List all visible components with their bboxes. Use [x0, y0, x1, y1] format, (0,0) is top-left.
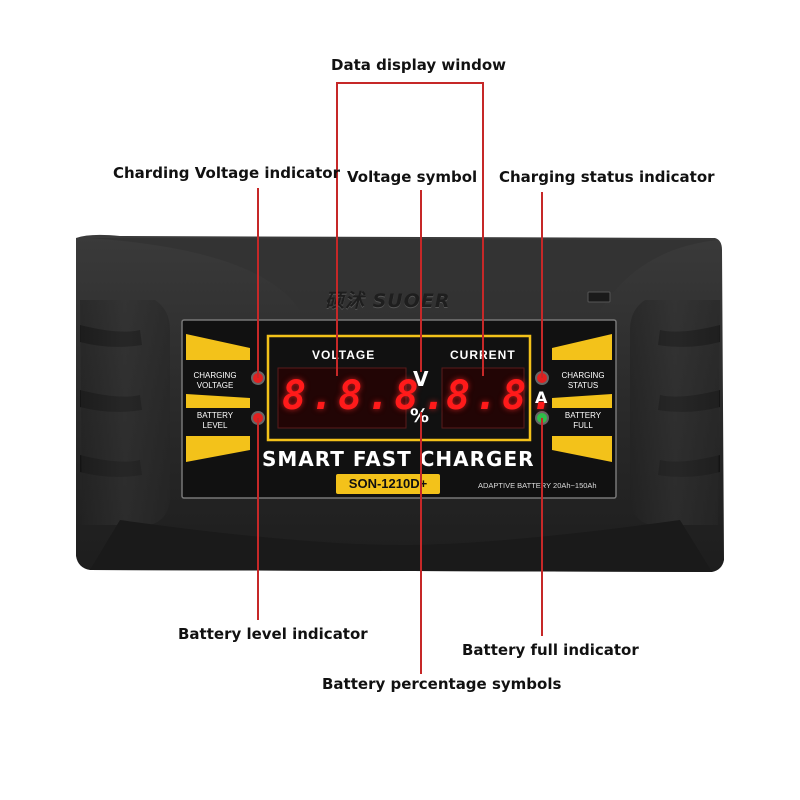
product-name: SMART FAST CHARGER — [262, 447, 535, 471]
leader-percentage — [420, 412, 422, 674]
leader-charging-voltage — [257, 188, 259, 378]
callout-charging-voltage-indicator: Charding Voltage indicator — [113, 164, 340, 182]
display-frame — [266, 334, 532, 442]
current-display — [441, 367, 525, 429]
adaptive-battery-text: ADAPTIVE BATTERY 20Ah~150Ah — [478, 481, 597, 490]
callout-battery-percentage-symbols: Battery percentage symbols — [322, 675, 562, 693]
callout-battery-level-indicator: Battery level indicator — [178, 625, 368, 643]
voltage-display — [277, 367, 407, 429]
leader-voltage-symbol — [420, 190, 422, 372]
current-unit: A — [535, 388, 548, 407]
callout-charging-status-indicator: Charging status indicator — [499, 168, 715, 186]
current-digits: 8.8. — [446, 373, 559, 419]
percent-unit: % — [410, 405, 429, 427]
leader-battery-level — [257, 418, 259, 620]
callout-battery-full-indicator: Battery full indicator — [462, 641, 639, 659]
leader-display-left — [336, 82, 338, 376]
leader-display-top — [336, 82, 484, 84]
voltage-digits: 8.8.8. — [282, 373, 451, 419]
model-badge: SON-1210D+ — [336, 474, 440, 494]
charging-status-label: CHARGING STATUS — [561, 371, 605, 390]
battery-level-label: BATTERY LEVEL — [196, 411, 234, 430]
callout-data-display-window: Data display window — [331, 56, 507, 74]
callout-voltage-symbol: Voltage symbol — [347, 168, 478, 186]
indicator-slot — [587, 291, 611, 303]
brand-logo: 硕沭 SUOER — [325, 290, 451, 312]
battery-full-label: BATTERY FULL — [564, 411, 602, 430]
charging-voltage-label: CHARGING VOLTAGE — [193, 371, 237, 390]
leader-display-right — [482, 82, 484, 376]
voltage-header: VOLTAGE — [312, 348, 376, 362]
leader-battery-full — [541, 418, 543, 636]
leader-charging-status — [541, 192, 543, 378]
voltage-unit: V — [413, 367, 429, 391]
